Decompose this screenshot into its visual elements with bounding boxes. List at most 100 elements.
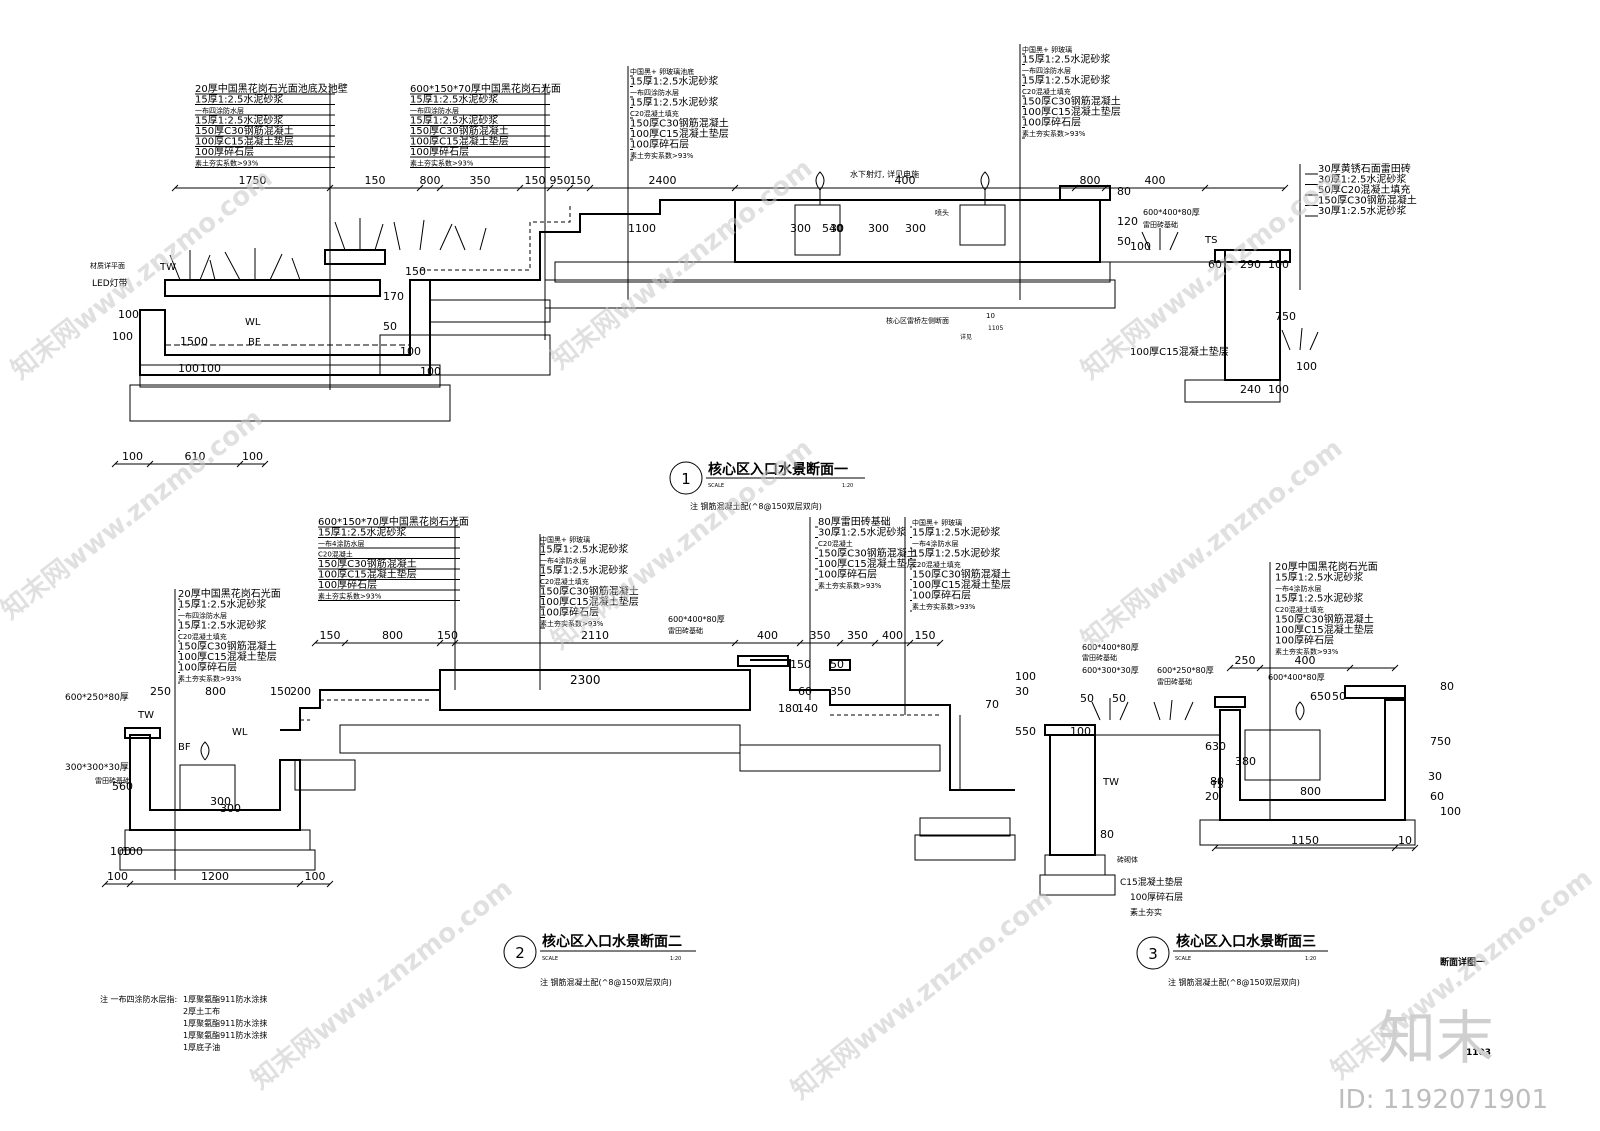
callout-line: 15厚1:2.5水泥砂浆 — [1275, 592, 1363, 605]
callout-line: 15厚1:2.5水泥砂浆 — [540, 543, 628, 556]
dimension-label: 150 — [437, 629, 458, 642]
section2-dimension: 350 — [830, 685, 851, 698]
section3-dimension: 20 — [1205, 790, 1219, 803]
section1-dimension: 100 — [178, 362, 199, 375]
section1-dimension: 100 — [1296, 360, 1317, 373]
section-1-note: 注 钢筋混凝土配(^8@150双层双向) — [690, 501, 822, 511]
callout-line: 100厚C15混凝土垫层 — [410, 135, 509, 148]
dimension-label: 950 — [550, 174, 571, 187]
section2-callout: 80厚雷田砖基础30厚1:2.5水泥砂浆C20混凝土150厚C30钢筋混凝土10… — [809, 515, 917, 700]
section2-callout: 600*150*70厚中国黑花岗石光面15厚1:2.5水泥砂浆一布4涂防水层C2… — [318, 515, 469, 690]
waterproof-note-line: 1厚聚氨酯911防水涂抹 — [183, 994, 267, 1004]
callout-line: 一布四涂防水层 — [178, 611, 227, 620]
section3-label: 600*400*80厚 — [1082, 643, 1139, 652]
section1-dimension: 100 — [420, 365, 441, 378]
section1-label: 600*400*80厚 — [1143, 208, 1200, 217]
section3-dimension: 50 — [1080, 692, 1094, 705]
dimension-label: 150 — [525, 174, 546, 187]
section3-label: 600*300*30厚 — [1082, 666, 1139, 675]
section2-dimension: 200 — [290, 685, 311, 698]
section-3-geometry — [1039, 685, 1416, 896]
section3-dimension: 80 — [1210, 775, 1224, 788]
callout-line: C20混凝土填充 — [912, 560, 961, 569]
section1-dimension: 120 — [1117, 215, 1138, 228]
section-3-title: 核心区入口水景断面三 — [1176, 933, 1316, 950]
section-2-scale: 1:20 — [670, 956, 681, 962]
callout-line: 15厚1:2.5水泥砂浆 — [410, 93, 498, 106]
section1-label: 水下射灯, 详见电施 — [850, 169, 919, 179]
section2-label: 600*400*80厚 — [668, 615, 725, 624]
dimension-label: 1200 — [201, 870, 229, 883]
watermark-logo: 知末 — [1378, 1004, 1494, 1072]
callout-line: 素土夯实系数>93% — [318, 592, 382, 601]
dimension-label: 2110 — [581, 629, 609, 642]
section2-dimension: 70 — [985, 698, 999, 711]
callout-line: 150厚C30钢筋混凝土 — [912, 568, 1011, 581]
callout-line: C20混凝土填充 — [630, 109, 679, 118]
dimension-label: 100 — [305, 870, 326, 883]
callout-line: 100厚碎石层 — [1022, 116, 1081, 129]
callout-line: 15厚1:2.5水泥砂浆 — [178, 619, 266, 632]
section1-label: 详见 — [960, 333, 972, 341]
section1-dimension: 100 — [112, 330, 133, 343]
section3-dimension: 80 — [1100, 828, 1114, 841]
section1-label: TS — [1204, 235, 1217, 246]
callout-line: 素土夯实系数>93% — [178, 674, 242, 683]
callout-line: C20混凝土填充 — [1022, 87, 1071, 96]
callout-line: 素土夯实系数>93% — [912, 602, 976, 611]
callout-line: 15厚1:2.5水泥砂浆 — [630, 96, 718, 109]
callout-line: 素土夯实系数>93% — [410, 159, 474, 168]
section3-dimension: 750 — [1430, 735, 1451, 748]
callout-line: 30厚1:2.5水泥砂浆 — [1318, 204, 1406, 217]
section-2-title-block: 2 核心区入口水景断面二 SCALE 1:20 注 钢筋混凝土配(^8@150双… — [503, 933, 696, 987]
callout-line: 150厚C30钢筋混凝土 — [178, 640, 277, 653]
callout-line: 100厚碎石层 — [318, 578, 377, 591]
dimension-label: 100 — [242, 450, 263, 463]
callout-line: 100厚碎石层 — [195, 145, 254, 158]
section2-label: BF — [178, 742, 191, 753]
section2-label: WL — [232, 727, 248, 738]
callout-line: 150厚C30钢筋混凝土 — [630, 117, 729, 130]
callout-line: 150厚C30钢筋混凝土 — [318, 557, 417, 570]
callout-line: 中国黑+ 卵玻璃 — [912, 518, 962, 527]
dimension-label: 350 — [810, 629, 831, 642]
section2-dimension: 180 — [778, 702, 799, 715]
callout-line: 100厚C15混凝土垫层 — [540, 595, 639, 608]
section1-dimension: 540 — [822, 222, 843, 235]
sheet-number: 1103 — [1466, 1048, 1491, 1058]
section3-label: 砖砌体 — [1117, 855, 1138, 864]
section1-label: BF — [248, 337, 261, 348]
section1-dimension: 300 — [868, 222, 889, 235]
section1-label: 材质详平面 — [90, 261, 125, 270]
section-1-scale-label: SCALE — [708, 483, 724, 489]
section-3-number: 3 — [1148, 945, 1158, 963]
section1-callout: 20厚中国黑花岗石光面池底及池壁15厚1:2.5水泥砂浆一布四涂防水层15厚1:… — [195, 82, 348, 390]
section2-dimension: 800 — [205, 685, 226, 698]
section1-label: 核心区雷桥左侧断面 — [886, 316, 949, 325]
section3-label: TS — [1210, 780, 1223, 791]
callout-line: C20混凝土填充 — [178, 632, 227, 641]
section1-dimension: 290 — [1240, 258, 1261, 271]
section3-label: 雷田砖基础 — [1082, 653, 1117, 662]
section2-dimension: 2300 — [570, 673, 601, 687]
section2-dimension: 50 — [830, 658, 844, 671]
dimension-label: 800 — [382, 629, 403, 642]
callout-line: 80厚雷田砖基础 — [818, 515, 891, 528]
dimension-label: 400 — [882, 629, 903, 642]
callout-line: 150厚C30钢筋混凝土 — [195, 124, 294, 137]
section1-dimension: 60 — [1208, 258, 1222, 271]
callout-line: 一布4涂防水层 — [1275, 584, 1321, 593]
waterproof-note: 注 一布四涂防水层指: 1厚聚氨酯911防水涂抹 2厚土工布 1厚聚氨酯911防… — [100, 994, 267, 1052]
section3-dimension: 80 — [1440, 680, 1454, 693]
section1-dimension: 80 — [1117, 185, 1131, 198]
section2-dimension: 560 — [112, 780, 133, 793]
section2-callout: 20厚中国黑花岗石光面15厚1:2.5水泥砂浆一布四涂防水层15厚1:2.5水泥… — [174, 587, 281, 880]
dimension-label: 610 — [185, 450, 206, 463]
section1-dimension: 50 — [383, 320, 397, 333]
callout-line: 100厚C15混凝土垫层 — [1275, 623, 1374, 636]
section1-dimension: 100 — [1130, 240, 1151, 253]
section3-dimension: 30 — [1428, 770, 1442, 783]
callout-line: 150厚C30钢筋混凝土 — [540, 585, 639, 598]
section2-dimension: 60 — [798, 685, 812, 698]
